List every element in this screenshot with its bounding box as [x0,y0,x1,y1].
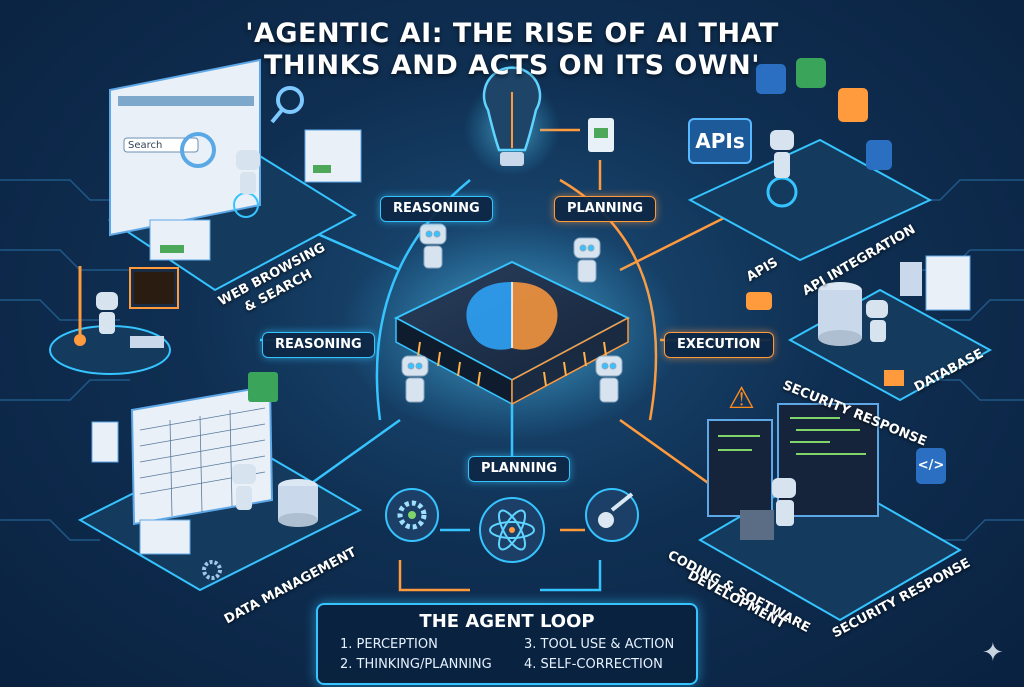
robot-right-chip [595,355,623,403]
code-icon: </> [916,448,946,484]
pill-reasoning-top: REASONING [380,196,493,222]
agent-loop-box: THE AGENT LOOP 1. PERCEPTION 2. THINKING… [316,603,698,685]
agent-loop-item-1: 1. PERCEPTION [340,637,438,652]
robot-planning [573,237,601,283]
central-processor-chip [342,220,682,440]
title-line-1: 'AGENTIC AI: THE RISE OF AI THAT [245,18,779,49]
web-browsing-station [108,58,362,292]
pill-planning-bottom: PLANNING [468,456,571,482]
gear-icon [385,488,439,542]
agent-loop-item-2: 2. THINKING/PLANNING [340,657,492,672]
coding-station [698,403,962,622]
agent-loop-item-3: 3. TOOL USE & ACTION [524,637,675,652]
data-management-station [77,372,363,592]
title-line-2: THINKS AND ACTS ON ITS OWN' [263,50,761,81]
search-box-text: Search [128,140,163,151]
warning-icon: ⚠ [728,381,755,416]
pill-reasoning-left: REASONING [262,332,375,358]
apis-screen: APIs [688,118,752,164]
tool-use-icon [585,488,639,542]
robot-reasoning [419,223,447,269]
database-station [746,255,993,402]
api-integration-station [687,58,933,262]
sparkle-icon: ✦ [982,638,1004,668]
atom-icon [479,497,545,563]
robot-left-chip [401,355,429,403]
pill-execution: EXECUTION [664,332,774,358]
pill-planning-top: PLANNING [554,196,657,222]
robot-workstation-left [49,266,179,375]
page-title: 'AGENTIC AI: THE RISE OF AI THAT THINKS … [212,18,812,82]
agent-loop-item-4: 4. SELF-CORRECTION [524,657,663,672]
agent-loop-title: THE AGENT LOOP [419,611,595,632]
lightbulb-brain-icon [464,66,560,176]
document-icon [588,118,614,152]
